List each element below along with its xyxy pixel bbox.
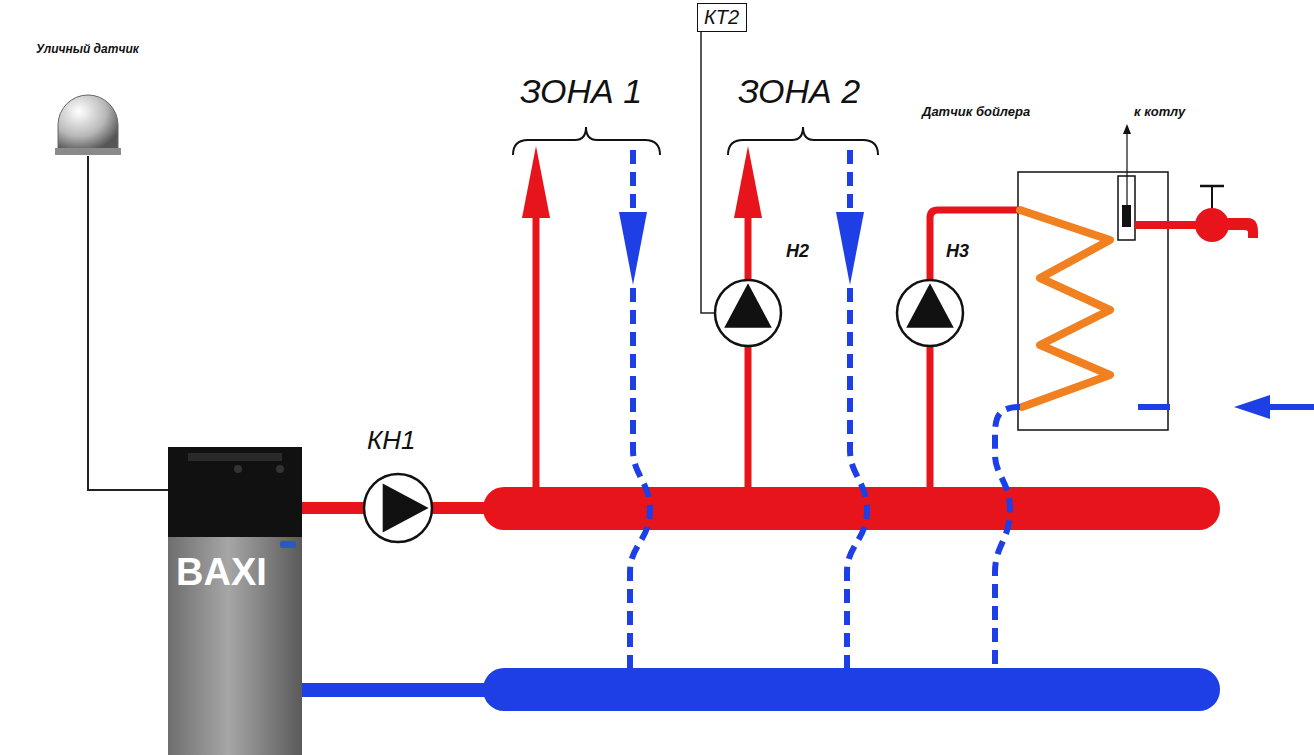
zone-label: ЗОНА 2: [738, 72, 860, 111]
zone-return-pipe: [847, 150, 853, 212]
boiler-knob: [234, 465, 242, 473]
boiler: BAXI: [168, 447, 302, 755]
outdoor-sensor: [58, 95, 118, 150]
sensor-wire: [88, 156, 168, 490]
cold-water-pipe: [1268, 404, 1314, 410]
flow-arrow: [619, 212, 647, 285]
pump: Н2: [712, 235, 822, 350]
outdoor-sensor: Уличный датчик: [28, 40, 178, 165]
return-pipe: [300, 683, 486, 697]
flow-arrow: [734, 146, 762, 218]
node-label: Н3: [946, 241, 969, 262]
sensor-lead-arrow: [1123, 124, 1131, 134]
connector-group: [302, 508, 364, 509]
flow-arrow: [1234, 395, 1270, 419]
sensor-base: [55, 148, 121, 155]
node-shape: [168, 447, 302, 755]
boiler-knob: [276, 465, 284, 473]
supply-header: [483, 487, 1220, 530]
sensor-label: Датчик бойлера: [922, 104, 1030, 119]
zone-supply-pipe: [745, 210, 752, 490]
return-header: [483, 668, 1220, 711]
pump-circle: [897, 280, 963, 346]
zone-bracket: [728, 127, 878, 155]
node-label: КТ2: [704, 6, 740, 29]
lead-label: к котлу: [1134, 104, 1185, 119]
pump-triangle: [724, 283, 772, 328]
zone-return-pipe: [630, 150, 636, 212]
heating-coil: [1020, 210, 1110, 407]
pump-triangle: [906, 283, 954, 328]
dhw-supply-pipe: [930, 210, 1022, 490]
connector-group: [88, 156, 168, 490]
supply-pipe: [430, 502, 486, 514]
node-label: Н2: [786, 241, 809, 262]
hot-water-pipe: [1135, 221, 1196, 229]
pump-symbol: [364, 474, 432, 542]
boiler-sensor-element: [1122, 205, 1131, 227]
tap-spout: [1222, 218, 1258, 238]
boiler-body: [168, 447, 302, 755]
pump: Н3: [894, 235, 1004, 350]
node-label: BAXI: [176, 551, 267, 594]
pump-circle: [364, 474, 432, 542]
room-thermostat: КТ2: [697, 3, 747, 32]
pump-symbol: [897, 280, 963, 346]
thermostat-wire: [701, 32, 715, 313]
node-label: Уличный датчик: [36, 42, 139, 56]
boiler-badge: [280, 541, 296, 548]
dhw-tank: [1018, 172, 1168, 430]
zone-bracket: [513, 127, 660, 155]
pump-circle: [715, 280, 781, 346]
pump-symbol: [715, 280, 781, 346]
node-shape: [28, 40, 178, 165]
dhw-return-pipe: [995, 407, 1020, 670]
cold-water-inlet: [1138, 404, 1170, 410]
zone-return-pipe: [630, 288, 650, 670]
node-label: КН1: [367, 425, 416, 456]
boiler-top: [188, 453, 282, 461]
boiler-supply-pipe: [302, 502, 364, 514]
boiler-panel: [168, 447, 302, 537]
tap-stem: [1211, 186, 1213, 208]
zone-return-pipe: [847, 288, 867, 670]
pump: КН1: [355, 425, 455, 545]
flow-arrow: [836, 212, 864, 285]
tap-handle: [1200, 185, 1224, 188]
sensor-lead: [1126, 132, 1127, 205]
connector-group: [701, 32, 715, 313]
zone-label: ЗОНА 1: [520, 72, 642, 111]
pump-triangle: [383, 484, 429, 533]
flow-arrow: [522, 146, 550, 218]
zone-supply-pipe: [533, 210, 540, 490]
